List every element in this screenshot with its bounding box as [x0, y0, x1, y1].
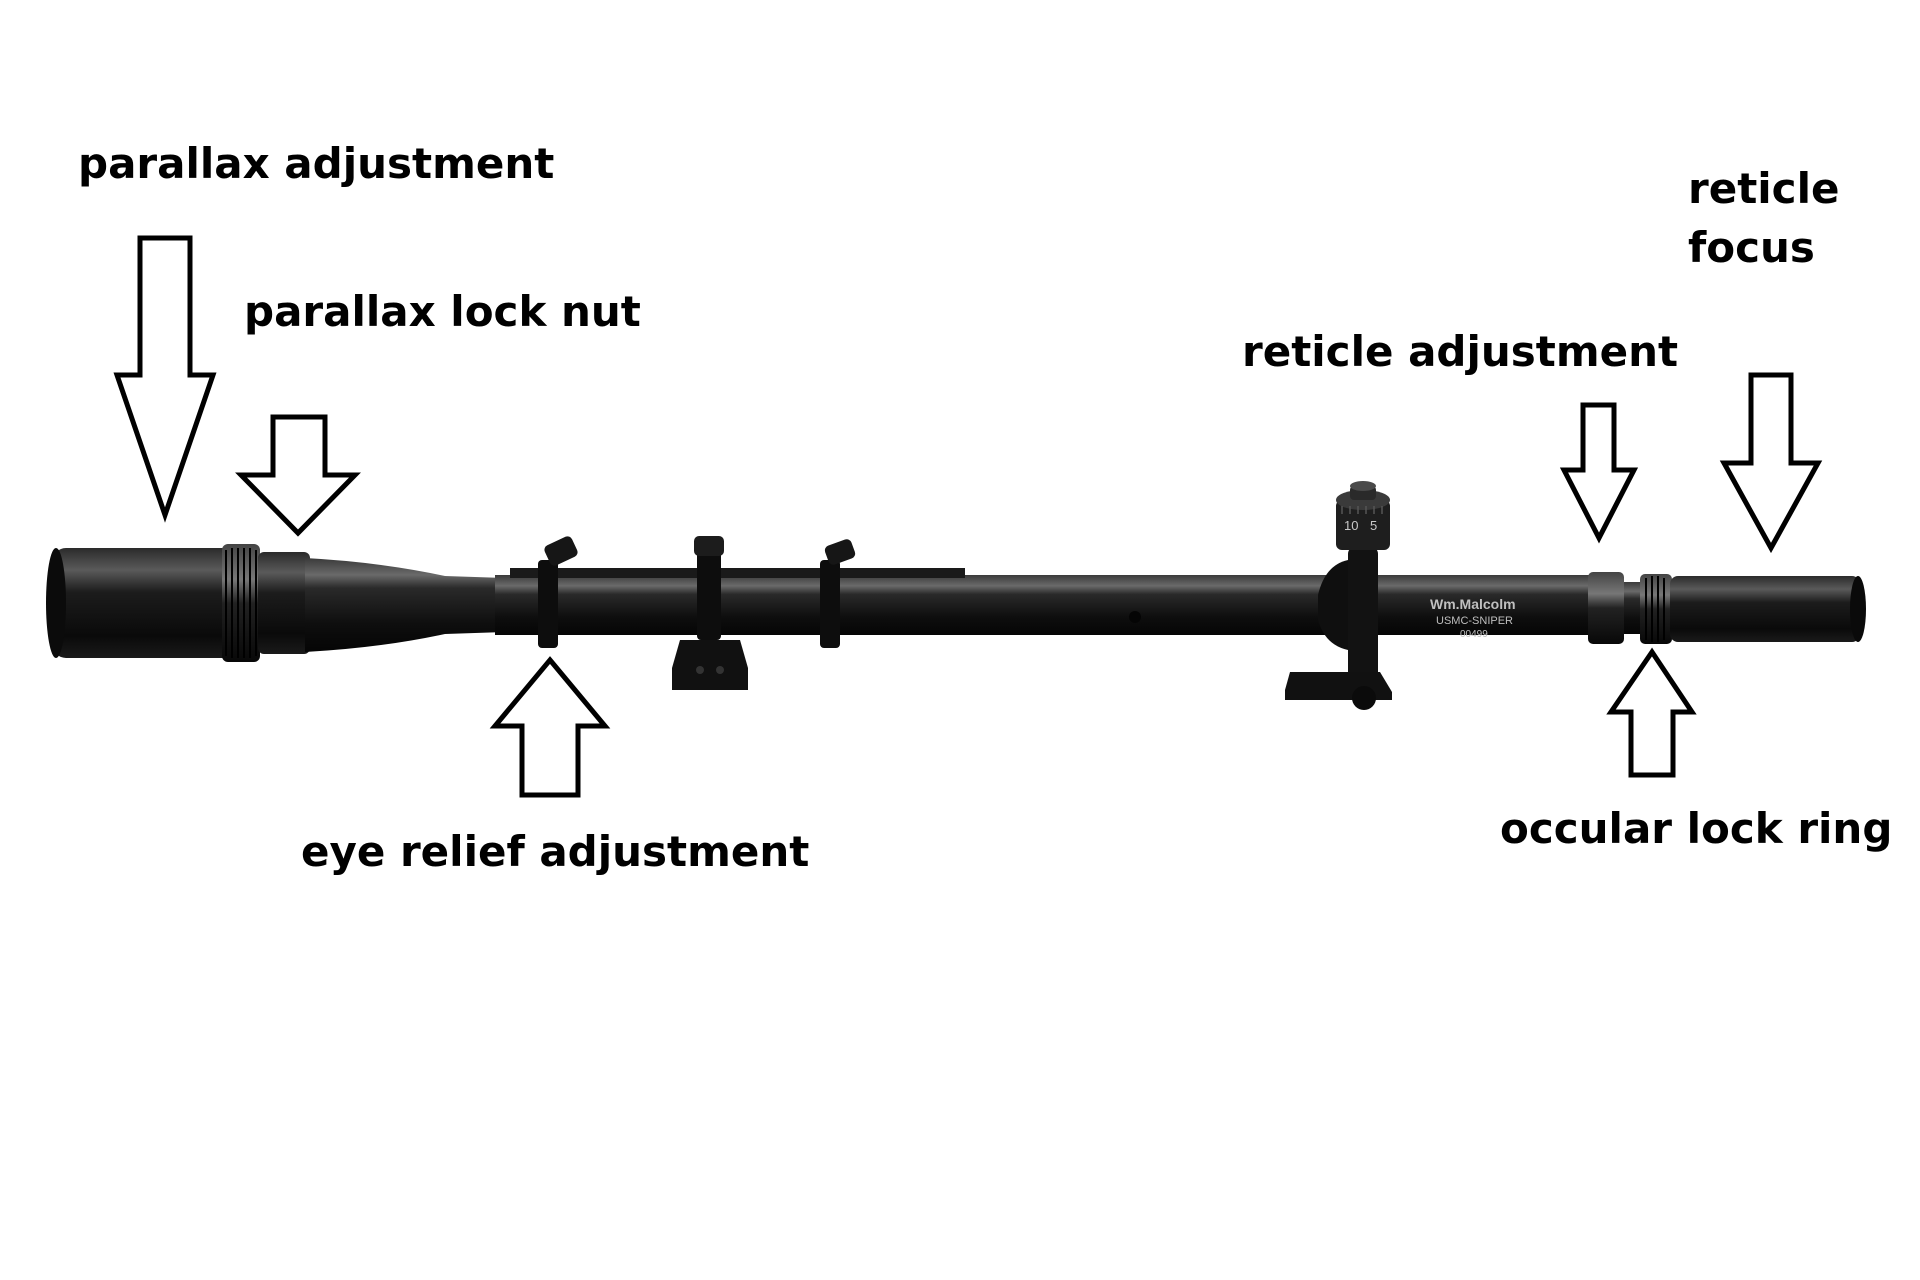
objective-lens-cap: [46, 548, 66, 658]
reticle-adjustment-dial: 10 5: [1336, 481, 1390, 550]
knurling-lines: [225, 548, 257, 658]
serial-engraving: 00499: [1460, 629, 1488, 640]
rifle-scope: 10 5 Wm.Malcolm USMC-SNIPER 00499: [46, 481, 1866, 710]
ocular-lock-ring-arrow: [1606, 647, 1697, 778]
reticle-focus-ring: [1640, 574, 1672, 644]
maker-engraving: Wm.Malcolm: [1430, 596, 1516, 612]
reticle-focus-arrow: [1719, 372, 1823, 554]
eye-relief-clamp: [538, 536, 578, 648]
objective-bell: [52, 548, 237, 658]
tube-clamp: [820, 539, 856, 648]
dial-mark-5: 5: [1370, 518, 1377, 533]
label-reticle-adjustment: reticle adjustment: [1242, 327, 1678, 376]
eye-relief-adjustment-arrow: [489, 656, 611, 798]
parallax-lock-nut-ring: [222, 544, 260, 662]
label-reticle-focus-line2: focus: [1688, 223, 1815, 272]
eyepiece-end: [1850, 576, 1866, 642]
focus-knurling: [1645, 576, 1665, 642]
objective-taper: [305, 558, 505, 652]
tube-rail: [510, 568, 965, 578]
label-reticle-focus-line1: reticle: [1688, 164, 1839, 213]
label-ocular-lock-ring: occular lock ring: [1500, 804, 1892, 853]
reticle-adjustment-arrow: [1559, 402, 1639, 544]
label-parallax-adjustment: parallax adjustment: [78, 139, 554, 188]
dial-mark-10: 10: [1344, 518, 1358, 533]
label-eye-relief-adjustment: eye relief adjustment: [301, 827, 809, 876]
parallax-adjustment-arrow: [113, 235, 217, 523]
front-mount: [672, 536, 748, 690]
model-engraving: USMC-SNIPER: [1436, 615, 1513, 627]
tube-screw: [1129, 611, 1141, 623]
label-parallax-lock-nut: parallax lock nut: [244, 287, 641, 336]
ocular-lock-ring: [1588, 572, 1624, 644]
parallax-adjustment-collar: [258, 552, 310, 654]
main-tube: [495, 575, 1605, 635]
rear-mount: [1285, 546, 1392, 710]
parallax-lock-nut-arrow: [235, 414, 361, 537]
ocular-collar: [1624, 582, 1642, 634]
eyepiece: [1670, 576, 1860, 642]
